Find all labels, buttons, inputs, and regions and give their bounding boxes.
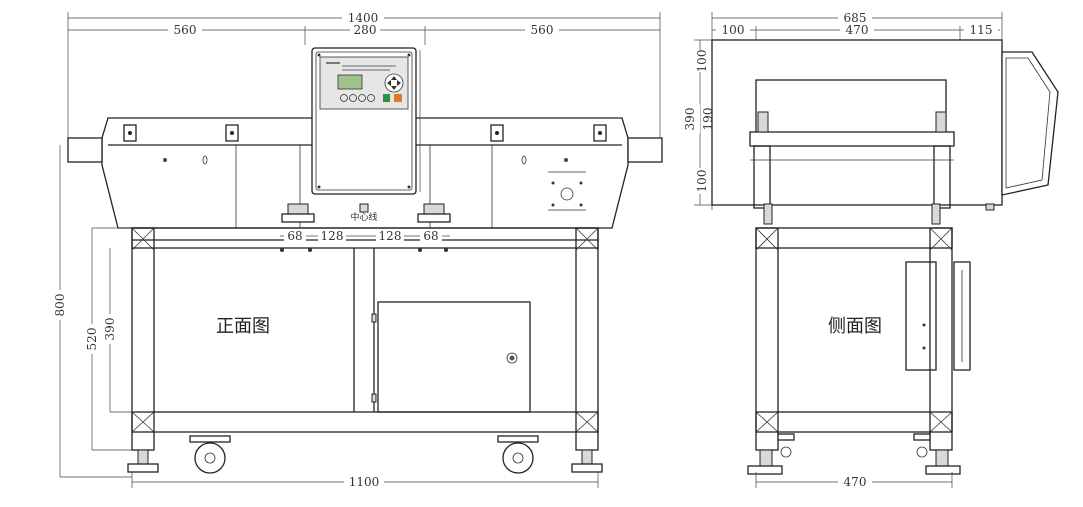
front-top-dimensions: 1400 560 280 560 <box>67 11 661 140</box>
dim-280: 280 <box>354 23 377 37</box>
center-line-label: 中心线 <box>350 211 377 223</box>
front-view-title: 正面图 <box>216 316 270 337</box>
dim-800: 800 <box>53 294 67 317</box>
side-view-title: 侧面图 <box>828 316 882 337</box>
navigation-pad <box>384 73 404 93</box>
control-panel <box>319 56 409 110</box>
side-dim-100-upper: 100 <box>695 50 709 73</box>
side-dim-685: 685 <box>844 11 867 25</box>
side-dim-190: 190 <box>701 108 715 131</box>
side-dim-470-bottom: 470 <box>844 475 867 489</box>
dim-1400: 1400 <box>348 11 379 25</box>
dim-68-left: 68 <box>287 229 302 243</box>
front-frame <box>131 227 599 451</box>
head-mounting-feet: 中心线 <box>281 203 451 223</box>
dim-520: 520 <box>85 328 99 351</box>
side-top-dimensions: 685 100 470 115 <box>711 11 1003 210</box>
front-casters <box>189 435 539 474</box>
dim-128-right: 128 <box>379 229 402 243</box>
dim-128-left: 128 <box>321 229 344 243</box>
front-view: 1400 560 280 560 <box>53 11 663 489</box>
dim-390-front: 390 <box>103 318 117 341</box>
side-conveyor <box>749 111 955 225</box>
side-dim-100: 100 <box>722 23 745 37</box>
front-vertical-dimensions: 800 520 390 <box>53 145 132 478</box>
dim-560-left: 560 <box>174 23 197 37</box>
side-frame <box>755 227 953 451</box>
motor-mount-plate <box>548 171 586 211</box>
dim-560-right: 560 <box>531 23 554 37</box>
dim-68-right: 68 <box>423 229 438 243</box>
control-head-box <box>311 47 421 195</box>
side-bottom-dimension: 470 <box>755 472 953 489</box>
side-cabinet <box>905 261 971 371</box>
foot-spacing-dimensions: 68 128 128 68 <box>280 229 450 252</box>
side-detector-head <box>711 39 1059 211</box>
side-vertical-dimensions: 100 390 190 100 <box>683 39 760 206</box>
panel-buttons <box>340 94 402 102</box>
side-dim-470: 470 <box>846 23 869 37</box>
side-dim-390: 390 <box>683 108 697 131</box>
front-bottom-dimension: 1100 <box>131 472 599 489</box>
side-casters-feet <box>747 433 961 475</box>
front-leveling-feet <box>127 449 603 473</box>
side-view: 685 100 470 115 100 390 190 100 <box>683 11 1059 489</box>
lcd-display <box>337 74 363 90</box>
dim-1100: 1100 <box>349 475 380 489</box>
electrical-cabinet <box>371 301 531 413</box>
side-dim-100-lower: 100 <box>695 170 709 193</box>
side-dim-115: 115 <box>970 23 993 37</box>
